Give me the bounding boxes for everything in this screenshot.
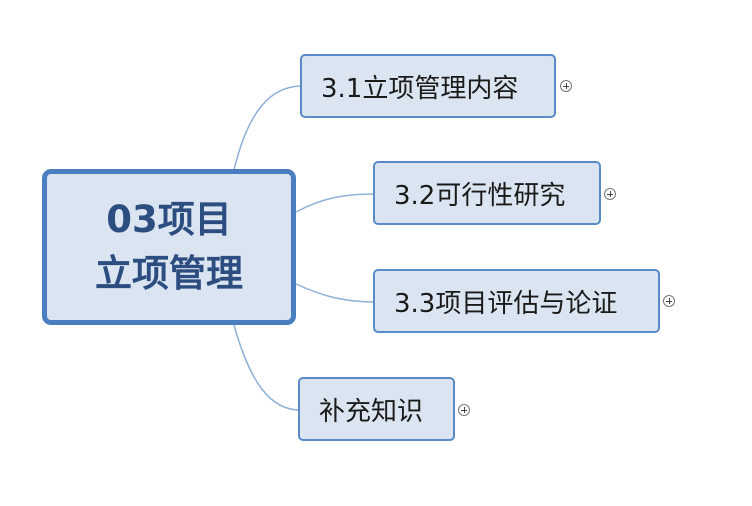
plus-circle-icon[interactable] (604, 188, 616, 200)
branch-topic-3-1[interactable]: 3.1立项管理内容 (300, 54, 556, 118)
root-topic[interactable]: 03项目 立项管理 (42, 169, 296, 325)
connector-branch-1 (233, 85, 303, 171)
plus-circle-icon[interactable] (560, 80, 572, 92)
connector-branch-2 (295, 193, 376, 213)
branch-topic-supplement[interactable]: 补充知识 (298, 377, 455, 441)
root-topic-line-2: 立项管理 (95, 252, 243, 295)
branch-topic-label: 3.3项目评估与论证 (394, 288, 618, 319)
plus-circle-icon[interactable] (663, 295, 675, 307)
branch-topic-3-3[interactable]: 3.3项目评估与论证 (373, 269, 660, 333)
branch-topic-3-2[interactable]: 3.2可行性研究 (373, 161, 601, 225)
connector-branch-3 (295, 283, 376, 303)
branch-topic-label: 3.1立项管理内容 (321, 73, 519, 104)
branch-topic-label: 3.2可行性研究 (394, 180, 566, 211)
branch-topic-label: 补充知识 (319, 396, 424, 427)
root-topic-line-1: 03项目 (106, 198, 232, 241)
plus-circle-icon[interactable] (458, 404, 470, 416)
connector-branch-4 (233, 324, 301, 411)
